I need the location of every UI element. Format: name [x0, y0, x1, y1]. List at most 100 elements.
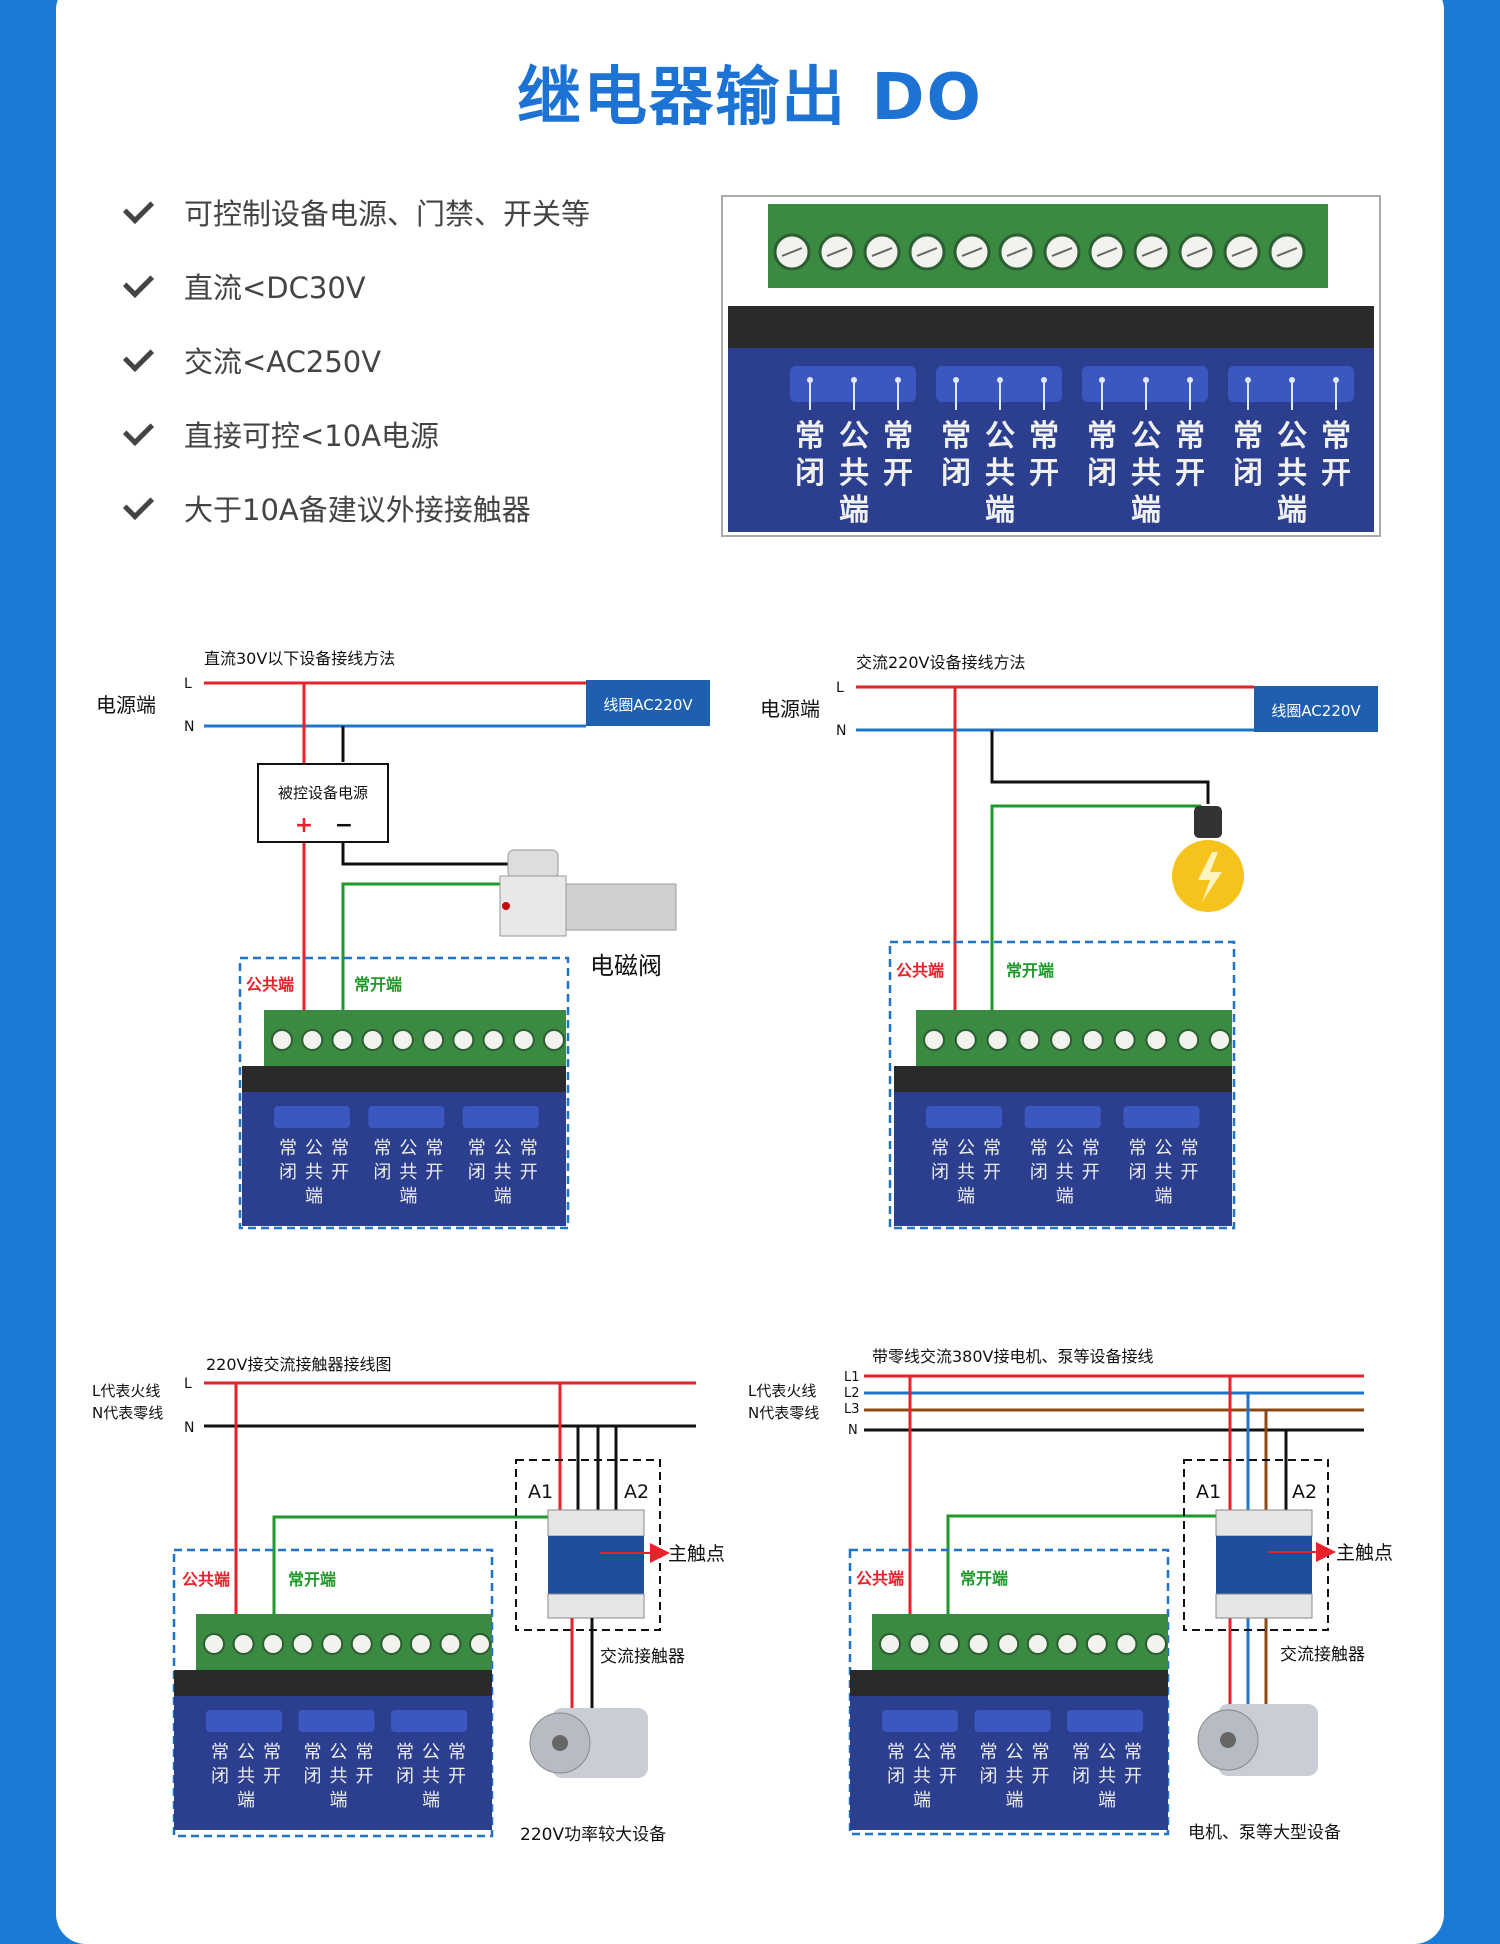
terminal-screw [908, 1633, 931, 1655]
terminal-label-char: 常 [279, 1138, 297, 1159]
terminal-label-char: 闭 [941, 456, 971, 491]
terminal-label-char: 常 [1032, 1742, 1050, 1763]
feature-text: 大于10A备建议外接接触器 [184, 493, 531, 527]
terminal-label-char: 共 [237, 1766, 255, 1787]
terminal-label-char: 共 [1155, 1162, 1173, 1183]
terminal-label-char: 开 [356, 1766, 374, 1787]
svg-text:常开端: 常开端 [1006, 961, 1054, 980]
terminal-label-char: 共 [1006, 1766, 1024, 1787]
page-title: 继电器输出 DO [517, 61, 983, 135]
terminal-label-char: 端 [913, 1790, 931, 1811]
contactor-icon [547, 1509, 645, 1619]
svg-text:交流接触器: 交流接触器 [1280, 1645, 1365, 1665]
svg-text:L1: L1 [844, 1370, 860, 1385]
terminal-label-char: 闭 [887, 1766, 905, 1787]
terminal-label-char: 开 [983, 1162, 1001, 1183]
terminal-label-char: 公 [985, 419, 1015, 454]
terminal-screw [291, 1633, 314, 1655]
svg-text:−: − [335, 813, 353, 838]
terminal-label-char: 常 [373, 1138, 391, 1159]
terminal-label-char: 闭 [1087, 456, 1117, 491]
terminal-label-char: 开 [1181, 1162, 1199, 1183]
terminal-label-char: 常 [263, 1742, 281, 1763]
svg-text:常开端: 常开端 [354, 975, 402, 994]
terminal-label-char: 开 [1029, 456, 1059, 491]
terminal-label-char: 常 [396, 1742, 414, 1763]
feature-item: 大于10A备建议外接接触器 [116, 488, 531, 528]
svg-text:A1: A1 [528, 1481, 553, 1503]
svg-text:L2: L2 [844, 1386, 860, 1401]
terminal-label-char: 开 [1175, 456, 1205, 491]
svg-text:L3: L3 [844, 1402, 860, 1417]
terminal-screw [391, 1029, 414, 1051]
terminal-label-char: 公 [839, 419, 869, 454]
terminal-label-char: 常 [304, 1742, 322, 1763]
terminal-screw [1081, 1029, 1104, 1051]
terminal-label-char: 常 [1030, 1138, 1048, 1159]
svg-text:主触点: 主触点 [668, 1543, 725, 1565]
svg-text:公共端: 公共端 [856, 1569, 904, 1588]
diagram-contactor-380: 带零线交流380V接电机、泵等设备接线 L代表火线 N代表零线 L1 L2 L3… [748, 1347, 1393, 1843]
terminal-label-char: 开 [448, 1766, 466, 1787]
terminal-label-char: 端 [1056, 1186, 1074, 1207]
terminal-screw [1115, 1633, 1138, 1655]
terminal-label-char: 公 [237, 1742, 255, 1763]
terminal-label-char: 开 [1321, 456, 1351, 491]
terminal-screws [773, 233, 1306, 271]
terminal-screw [1113, 1029, 1136, 1051]
terminal-label-char: 公 [1277, 419, 1307, 454]
terminal-label-char: 常 [448, 1742, 466, 1763]
diagram-dc-wiring: 直流30V以下设备接线方法 电源端 L N 线圈AC220V 被控设备电源 + … [96, 649, 710, 1230]
svg-text:常开端: 常开端 [288, 1570, 336, 1589]
terminal-label-char: 常 [941, 419, 971, 454]
terminal-label-char: 常 [983, 1138, 1001, 1159]
svg-text:电磁阀: 电磁阀 [590, 952, 662, 980]
svg-text:主触点: 主触点 [1336, 1542, 1393, 1564]
svg-text:交流220V设备接线方法: 交流220V设备接线方法 [856, 653, 1026, 672]
terminal-label-char: 公 [1056, 1138, 1074, 1159]
terminal-label-char: 公 [422, 1742, 440, 1763]
feature-item: 直流<DC30V [116, 266, 366, 306]
svg-text:+: + [295, 813, 313, 838]
terminal-label-char: 端 [422, 1790, 440, 1811]
terminal-label-char: 常 [356, 1742, 374, 1763]
terminal-label-char: 开 [1032, 1766, 1050, 1787]
terminal-label-char: 端 [1131, 493, 1161, 528]
terminal-label-char: 常 [211, 1742, 229, 1763]
terminal-label-char: 开 [331, 1162, 349, 1183]
terminal-screw [938, 1633, 961, 1655]
feature-text: 直流<DC30V [184, 271, 366, 305]
terminal-label-char: 常 [1072, 1742, 1090, 1763]
feature-text: 可控制设备电源、门禁、开关等 [184, 197, 591, 231]
terminal-label-char: 常 [1129, 1138, 1147, 1159]
terminal-label-char: 端 [1277, 493, 1307, 528]
terminal-screw [271, 1029, 293, 1051]
terminal-screw [986, 1029, 1009, 1051]
terminal-screw [1050, 1029, 1073, 1051]
terminal-label-char: 端 [1098, 1790, 1116, 1811]
svg-text:N: N [836, 723, 846, 739]
diagram-ac-wiring: 交流220V设备接线方法 电源端 L N 线圈AC220V 公共端 常开端 常闭… [760, 653, 1378, 1230]
terminal-label-char: 共 [1277, 456, 1307, 491]
terminal-label-char: 开 [939, 1766, 957, 1787]
motor-icon [1197, 1704, 1318, 1776]
svg-text:N代表零线: N代表零线 [748, 1404, 819, 1422]
terminal-label-char: 共 [1056, 1162, 1074, 1183]
svg-text:A2: A2 [624, 1481, 649, 1503]
terminal-screw [262, 1633, 285, 1655]
svg-text:被控设备电源: 被控设备电源 [278, 784, 368, 802]
terminal-label-char: 开 [425, 1162, 443, 1183]
terminal-label-char: 端 [330, 1790, 348, 1811]
terminal-label-char: 端 [494, 1186, 512, 1207]
svg-text:A1: A1 [1196, 1481, 1221, 1503]
svg-text:L代表火线: L代表火线 [92, 1382, 160, 1400]
svg-text:电源端: 电源端 [760, 697, 820, 721]
svg-text:带零线交流380V接电机、泵等设备接线: 带零线交流380V接电机、泵等设备接线 [872, 1347, 1154, 1366]
caption: 直流30V以下设备接线方法 [204, 649, 395, 668]
terminal-label-char: 公 [957, 1138, 975, 1159]
feature-text: 直接可控<10A电源 [184, 419, 440, 453]
terminal-label-char: 公 [913, 1742, 931, 1763]
terminal-label-char: 常 [1087, 419, 1117, 454]
solenoid-valve-icon [499, 849, 677, 937]
